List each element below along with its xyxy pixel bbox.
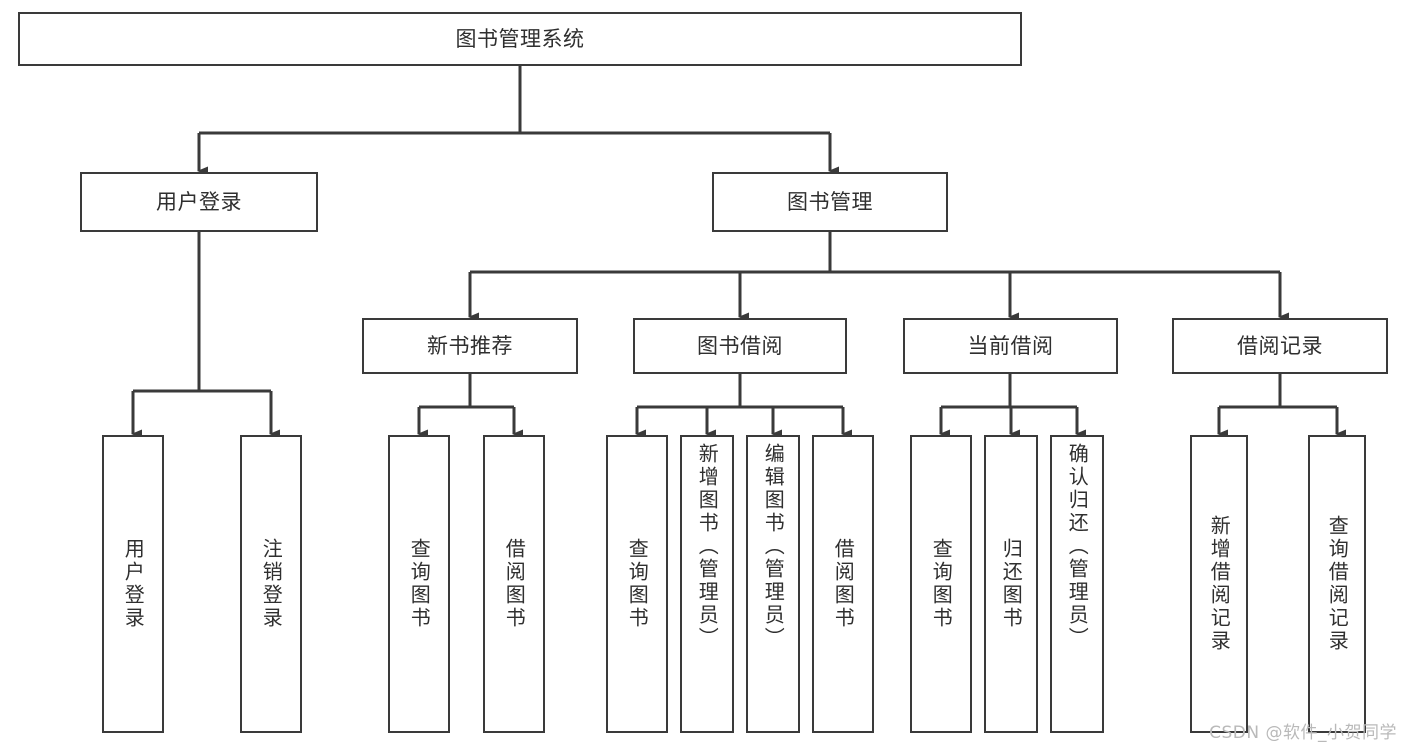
node-leaf-node-4-查询图书[interactable]: 查询图书 (606, 435, 668, 733)
node-label: 查询图书 (929, 538, 954, 630)
node-label: 归还图书 (999, 538, 1024, 630)
node-label: 借阅图书 (502, 538, 527, 630)
node-leaf-node-2-查询图书[interactable]: 查询图书 (388, 435, 450, 733)
node-leaf-node-0-用户登录[interactable]: 用户登录 (102, 435, 164, 733)
node-l3-node-3-借阅记录[interactable]: 借阅记录 (1172, 318, 1388, 374)
node-leaf-node-11-新增借阅记录[interactable]: 新增借阅记录 (1190, 435, 1248, 733)
node-leaf-node-10-确认归还管理员[interactable]: 确认归还（管理员） (1050, 435, 1104, 733)
node-label: 当前借阅 (967, 333, 1054, 358)
node-leaf-node-9-归还图书[interactable]: 归还图书 (984, 435, 1038, 733)
node-leaf-node-5-新增图书管理员[interactable]: 新增图书（管理员） (680, 435, 734, 733)
node-label: 借阅记录 (1237, 333, 1323, 358)
csdn-watermark: CSDN @软件_小贺同学 (1209, 723, 1397, 743)
node-root-图书管理系统[interactable]: 图书管理系统 (18, 12, 1022, 66)
node-label: 注销登录 (259, 538, 284, 630)
node-label: 图书借阅 (697, 333, 783, 358)
node-label: 编辑图书（管理员） (761, 443, 786, 650)
node-label: 借阅图书 (831, 538, 856, 630)
node-label: 图书管理系统 (455, 26, 585, 51)
node-leaf-node-1-注销登录[interactable]: 注销登录 (240, 435, 302, 733)
node-label: 查询借阅记录 (1325, 515, 1350, 653)
node-label: 确认归还（管理员） (1065, 443, 1090, 650)
node-label: 新增图书（管理员） (695, 443, 720, 650)
node-leaf-node-7-借阅图书[interactable]: 借阅图书 (812, 435, 874, 733)
node-label: 图书管理 (787, 189, 873, 214)
node-label: 查询图书 (407, 538, 432, 630)
node-label: 用户登录 (156, 189, 242, 214)
node-leaf-node-8-查询图书[interactable]: 查询图书 (910, 435, 972, 733)
node-label: 用户登录 (121, 538, 146, 630)
node-l3-node-1-图书借阅[interactable]: 图书借阅 (633, 318, 847, 374)
node-label: 新书推荐 (427, 333, 513, 358)
node-label: 新增借阅记录 (1207, 515, 1232, 653)
node-leaf-node-6-编辑图书管理员[interactable]: 编辑图书（管理员） (746, 435, 800, 733)
node-label: 查询图书 (625, 538, 650, 630)
node-l2-node-1-图书管理[interactable]: 图书管理 (712, 172, 948, 232)
node-l3-node-2-当前借阅[interactable]: 当前借阅 (903, 318, 1118, 374)
node-leaf-node-3-借阅图书[interactable]: 借阅图书 (483, 435, 545, 733)
node-l2-node-0-用户登录[interactable]: 用户登录 (80, 172, 318, 232)
node-leaf-node-12-查询借阅记录[interactable]: 查询借阅记录 (1308, 435, 1366, 733)
node-l3-node-0-新书推荐[interactable]: 新书推荐 (362, 318, 578, 374)
